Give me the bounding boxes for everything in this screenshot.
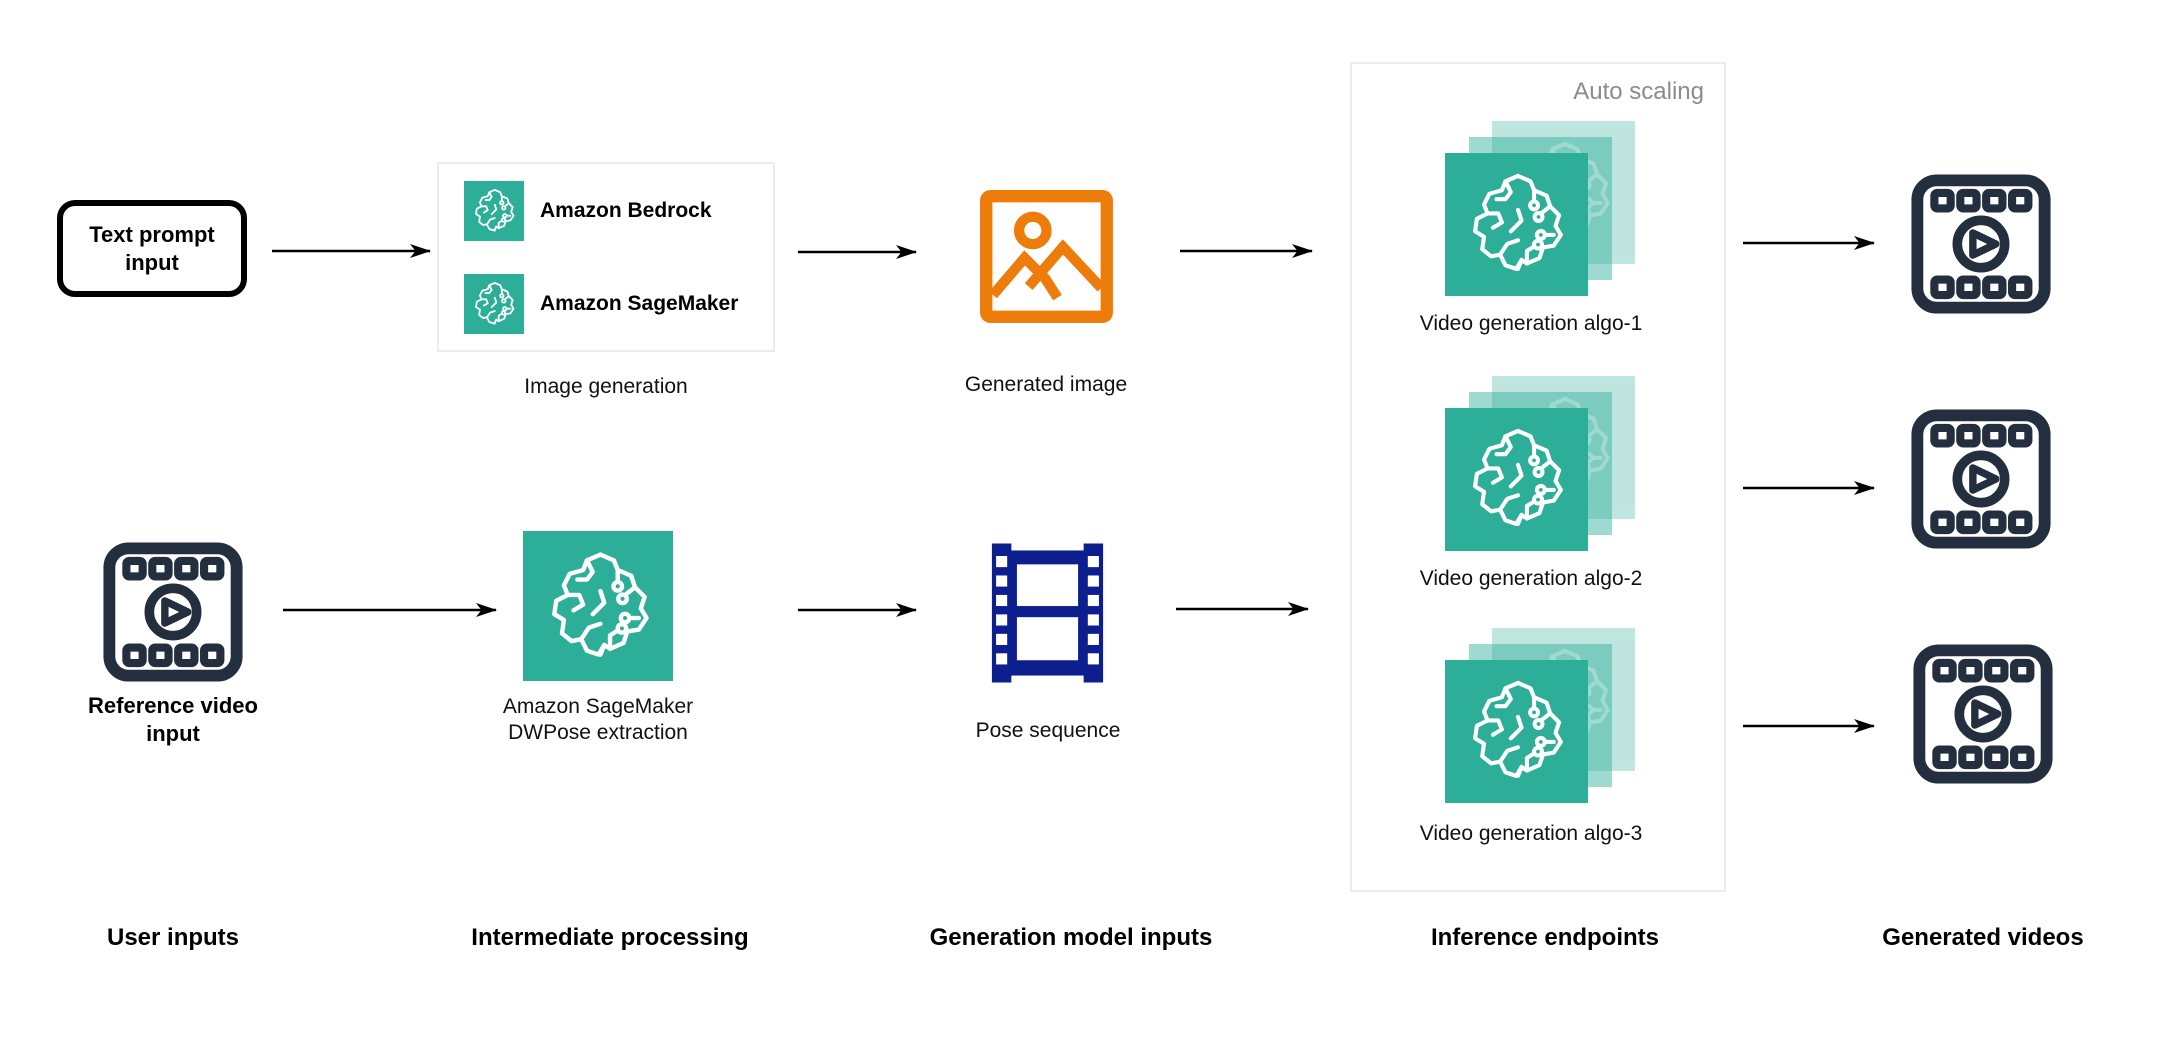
dwpose-caption-line2: DWPose extraction	[508, 720, 688, 744]
endpoint-stack-2	[1445, 376, 1635, 551]
image-generation-caption: Image generation	[524, 375, 688, 398]
ml-brain-icon	[464, 180, 524, 241]
column-label-user-inputs: User inputs	[106, 924, 240, 951]
generated-image-caption: Generated image	[964, 373, 1128, 396]
video-player-icon	[1903, 405, 2059, 553]
text-prompt-input-node: Text prompt input	[57, 200, 247, 297]
endpoint-label-3: Video generation algo-3	[1419, 822, 1643, 845]
column-label-intermediate-processing: Intermediate processing	[471, 924, 749, 951]
film-strip-icon	[978, 543, 1117, 683]
service-row-bedrock: Amazon Bedrock	[439, 164, 773, 257]
endpoint-stack-1	[1445, 121, 1635, 296]
column-label-generated-videos: Generated videos	[1882, 924, 2084, 951]
dwpose-caption: Amazon SageMaker DWPose extraction	[448, 694, 748, 745]
text-prompt-input-label: Text prompt input	[89, 222, 215, 275]
endpoint-stack-3	[1445, 628, 1635, 803]
column-label-inference-endpoints: Inference endpoints	[1430, 924, 1660, 951]
ml-brain-icon	[1445, 408, 1588, 551]
reference-video-input-label: Reference video input	[88, 693, 258, 746]
video-player-icon	[1905, 640, 2061, 788]
video-player-icon	[95, 538, 251, 686]
image-generation-group: Amazon Bedrock Amazon SageMaker	[437, 162, 775, 352]
dwpose-caption-line1: Amazon SageMaker	[502, 695, 694, 718]
column-label-generation-model-inputs: Generation model inputs	[929, 924, 1213, 951]
picture-icon	[978, 188, 1115, 325]
pose-sequence-caption: Pose sequence	[975, 719, 1121, 742]
video-player-icon	[1903, 170, 2059, 318]
endpoint-label-2: Video generation algo-2	[1419, 567, 1643, 590]
service-label: Amazon SageMaker	[540, 291, 739, 315]
service-row-sagemaker: Amazon SageMaker	[439, 257, 773, 350]
ml-brain-icon	[464, 273, 524, 334]
ml-brain-icon	[1445, 153, 1588, 296]
service-label: Amazon Bedrock	[540, 198, 712, 222]
ml-brain-icon	[523, 531, 673, 681]
endpoint-label-1: Video generation algo-1	[1419, 312, 1643, 335]
ml-brain-icon	[1445, 660, 1588, 803]
auto-scaling-label: Auto scaling	[1573, 78, 1704, 105]
